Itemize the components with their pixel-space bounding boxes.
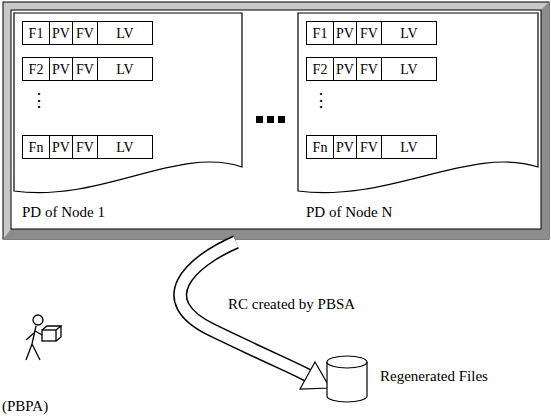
frame-inner <box>11 10 541 229</box>
field-cell: PV <box>333 57 357 81</box>
vertical-ellipsis: ⋮ <box>312 91 330 111</box>
field-label: F2 <box>307 62 333 77</box>
document-outline <box>14 13 242 193</box>
field-cell: F1 <box>22 21 50 45</box>
field-label: PV <box>334 62 356 77</box>
field-cell: PV <box>333 135 357 159</box>
field-cell: FV <box>72 57 98 81</box>
field-label: PV <box>50 140 72 155</box>
field-cell: F2 <box>306 57 334 81</box>
field-cell: LV <box>381 21 437 45</box>
field-label: LV <box>98 140 152 155</box>
field-cell: PV <box>49 135 73 159</box>
document-outline <box>298 13 538 193</box>
annotation: (PBPA) <box>2 398 48 415</box>
field-cell: FV <box>356 135 382 159</box>
field-cell: LV <box>381 57 437 81</box>
field-label: FV <box>357 26 381 41</box>
arrow-head <box>300 362 330 389</box>
field-label: FV <box>357 62 381 77</box>
field-cell: F1 <box>306 21 334 45</box>
node-title: PD of Node 1 <box>22 204 105 221</box>
field-label: PV <box>50 26 72 41</box>
field-cell: LV <box>97 57 153 81</box>
field-label: F1 <box>23 26 49 41</box>
field-label: PV <box>334 140 356 155</box>
field-cell: FV <box>72 21 98 45</box>
field-cell: LV <box>97 21 153 45</box>
document-shape: PD of Node NF1PVFVLVF2PVFVLVFnPVFVLV⋮ <box>298 13 538 225</box>
field-label: Fn <box>23 140 49 155</box>
field-label: LV <box>382 140 436 155</box>
field-label: LV <box>98 62 152 77</box>
field-cell: F2 <box>22 57 50 81</box>
field-cell: FV <box>356 57 382 81</box>
cylinder-outline <box>326 356 368 402</box>
field-cell: PV <box>49 57 73 81</box>
field-label: LV <box>98 26 152 41</box>
field-cell: FV <box>356 21 382 45</box>
node-title: Regenerated Files <box>380 368 488 385</box>
ellipsis-dot <box>278 116 285 123</box>
annotation: RC created by PBSA <box>228 296 355 313</box>
field-label: F2 <box>23 62 49 77</box>
field-label: Fn <box>307 140 333 155</box>
field-label: F1 <box>307 26 333 41</box>
field-cell: FV <box>72 135 98 159</box>
field-cell: Fn <box>22 135 50 159</box>
storage-cylinder: Regenerated Files <box>326 356 368 402</box>
ellipsis-dot <box>267 116 274 123</box>
agent-figure <box>26 315 61 360</box>
field-cell: PV <box>333 21 357 45</box>
ellipsis-dot <box>256 116 263 123</box>
cylinder-top <box>327 356 367 368</box>
field-label: PV <box>50 62 72 77</box>
field-label: PV <box>334 26 356 41</box>
document-shape: PD of Node 1F1PVFVLVF2PVFVLVFnPVFVLV⋮ <box>14 13 242 225</box>
vertical-ellipsis: ⋮ <box>30 91 48 111</box>
field-label: FV <box>357 140 381 155</box>
field-cell: PV <box>49 21 73 45</box>
node-title: PD of Node N <box>306 204 392 221</box>
field-label: FV <box>73 26 97 41</box>
frame-outer <box>3 2 549 239</box>
field-label: LV <box>382 26 436 41</box>
field-label: FV <box>73 140 97 155</box>
field-cell: LV <box>97 135 153 159</box>
field-cell: LV <box>381 135 437 159</box>
field-cell: Fn <box>306 135 334 159</box>
field-label: FV <box>73 62 97 77</box>
field-label: LV <box>382 62 436 77</box>
frame-shadow <box>3 2 549 239</box>
